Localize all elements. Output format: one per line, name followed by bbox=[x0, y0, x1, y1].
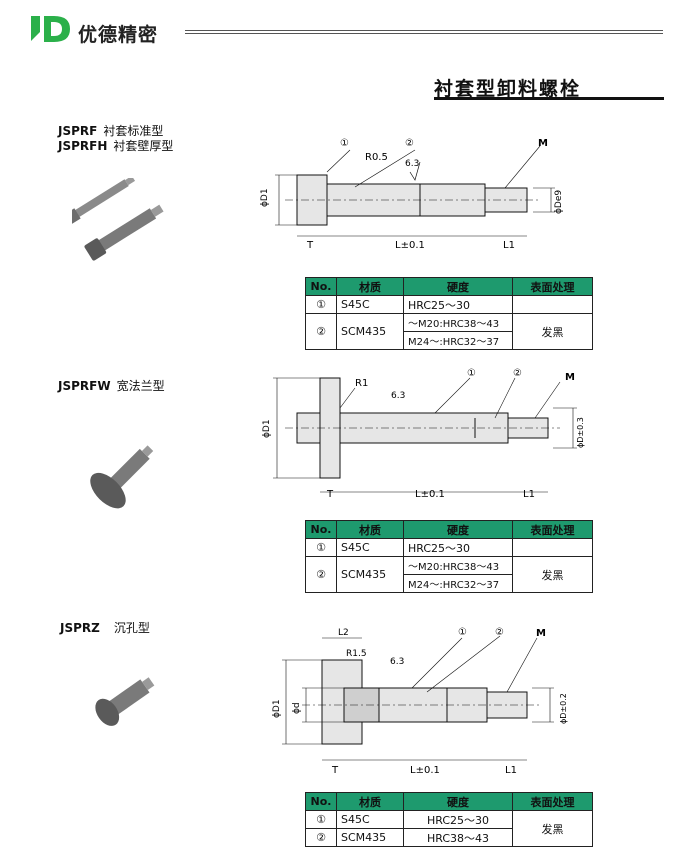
svg-text:ϕD±0.2: ϕD±0.2 bbox=[559, 693, 568, 724]
section3-drawing: L2 ① ② M R1.5 6.3 ϕD1 ϕd ϕD±0.2 T L±0.1 … bbox=[272, 627, 568, 776]
svg-text:ϕD±0.3: ϕD±0.3 bbox=[576, 417, 585, 448]
svg-text:M: M bbox=[565, 372, 575, 383]
svg-text:①: ① bbox=[467, 368, 476, 379]
svg-text:ϕd: ϕd bbox=[292, 702, 302, 714]
svg-text:ϕD1: ϕD1 bbox=[272, 699, 282, 718]
svg-text:L2: L2 bbox=[338, 628, 349, 638]
svg-text:R0.5: R0.5 bbox=[365, 152, 388, 163]
svg-text:②: ② bbox=[495, 627, 504, 638]
header-rule bbox=[185, 30, 663, 34]
brand-name: 优德精密 bbox=[78, 24, 159, 46]
svg-text:R1: R1 bbox=[355, 378, 368, 389]
svg-text:M: M bbox=[538, 138, 548, 149]
svg-text:T: T bbox=[331, 765, 339, 776]
svg-text:6.3: 6.3 bbox=[390, 657, 404, 667]
section1-product-image bbox=[72, 178, 164, 261]
svg-text:L±0.1: L±0.1 bbox=[395, 240, 425, 251]
section3-spec-table: No. 材质 硬度 表面处理 ① S45C HRC25～30 发黑 ② SCM4… bbox=[305, 792, 593, 847]
title-underline bbox=[434, 97, 664, 100]
svg-text:②: ② bbox=[513, 368, 522, 379]
svg-text:M: M bbox=[536, 628, 546, 639]
svg-text:T: T bbox=[306, 240, 314, 251]
section2-product-image bbox=[90, 445, 154, 509]
svg-text:L1: L1 bbox=[523, 489, 535, 500]
svg-text:②: ② bbox=[405, 138, 414, 149]
svg-text:L±0.1: L±0.1 bbox=[410, 765, 440, 776]
svg-text:ϕDe9: ϕDe9 bbox=[554, 190, 564, 214]
section2-spec-table: No. 材质 硬度 表面处理 ① S45C HRC25～30 ② SCM435 … bbox=[305, 520, 593, 593]
section2-drawing: ① ② M R1 6.3 ϕD1 ϕD±0.3 T L±0.1 L1 bbox=[262, 368, 585, 500]
svg-text:6.3: 6.3 bbox=[391, 391, 405, 401]
section1-spec-table: No. 材质 硬度 表面处理 ① S45C HRC25～30 ② SCM435 … bbox=[305, 277, 593, 350]
svg-text:L1: L1 bbox=[505, 765, 517, 776]
page-title: 衬套型卸料螺栓 bbox=[434, 78, 582, 100]
svg-text:①: ① bbox=[458, 627, 467, 638]
svg-text:ϕD1: ϕD1 bbox=[262, 419, 272, 438]
svg-text:L1: L1 bbox=[503, 240, 515, 251]
svg-text:①: ① bbox=[340, 138, 349, 149]
section1-drawing: ① ② M R0.5 6.3 ϕD1 ϕDe9 T L±0.1 L1 bbox=[260, 138, 564, 251]
svg-text:ϕD1: ϕD1 bbox=[260, 188, 270, 207]
svg-text:T: T bbox=[326, 489, 334, 500]
svg-text:L±0.1: L±0.1 bbox=[415, 489, 445, 500]
section3-product-image bbox=[95, 677, 155, 726]
brand-logo-icon bbox=[31, 16, 70, 42]
svg-text:R1.5: R1.5 bbox=[346, 649, 367, 659]
svg-text:6.3: 6.3 bbox=[405, 159, 419, 169]
